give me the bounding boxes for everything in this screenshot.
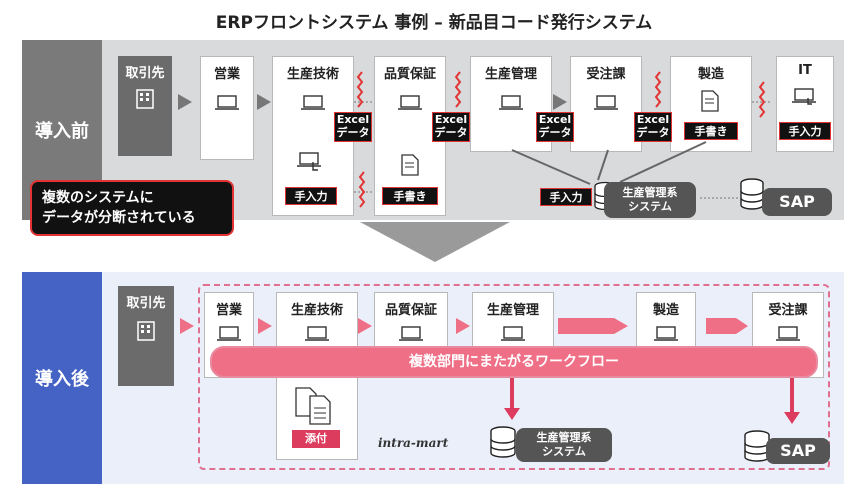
laptop-icon xyxy=(594,95,618,110)
card-sales-after-label: 営業 xyxy=(215,303,242,318)
sap-pill-after: SAP xyxy=(766,438,830,464)
laptop-icon xyxy=(305,326,329,341)
card-mfg-before-label: 製造 xyxy=(697,67,724,82)
intramart-logo: intra-mart xyxy=(378,436,449,450)
laptop-icon xyxy=(398,95,422,110)
documents-icon xyxy=(295,387,331,425)
after-label: 導入後 xyxy=(22,272,102,484)
card-pm-before-label: 生産管理 xyxy=(484,67,537,82)
pm-system-pill-after: 生産管理系システム xyxy=(516,428,612,462)
laptop-icon xyxy=(301,95,325,110)
excel-tag-line1: Excel xyxy=(636,113,670,126)
after-client-label: 取引先 xyxy=(126,296,166,311)
card-order-after-label: 受注課 xyxy=(768,303,808,318)
laptop-hand-icon xyxy=(297,152,321,171)
card-qa-after-label: 品質保証 xyxy=(384,303,437,318)
pm-system-line1: 生産管理系 xyxy=(622,186,678,199)
callout-line1: 複数のシステムに xyxy=(42,190,154,206)
sap-pill-before: SAP xyxy=(762,188,832,216)
card-qa-before-label: 品質保証 xyxy=(383,67,436,82)
laptop-icon xyxy=(499,95,523,110)
card-prodtech-before-label: 生産技術 xyxy=(286,67,339,82)
warning-callout: 複数のシステムにデータが分断されている xyxy=(30,180,234,236)
manual-input-tag: 手入力 xyxy=(285,187,337,205)
database-icon xyxy=(744,430,770,462)
card-order-before: 受注課 xyxy=(570,56,642,152)
manual-input-tag: 手入力 xyxy=(540,188,592,206)
pm-system-pill-before: 生産管理系システム xyxy=(604,182,696,218)
workflow-bar: 複数部門にまたがるワークフロー xyxy=(210,346,818,378)
card-pm-after-label: 生産管理 xyxy=(486,303,539,318)
database-icon xyxy=(740,178,764,210)
handwritten-tag: 手書き xyxy=(684,122,738,140)
laptop-icon xyxy=(654,326,678,341)
card-mfg-after-label: 製造 xyxy=(652,303,679,318)
page-title: ERPフロントシステム 事例 – 新品目コード発行システム xyxy=(215,13,653,33)
pm-system-line2: システム xyxy=(542,445,586,458)
before-client-label: 取引先 xyxy=(125,66,165,81)
manual-input-tag: 手入力 xyxy=(779,122,831,140)
building-icon xyxy=(136,89,154,109)
card-sales-before-label: 営業 xyxy=(213,67,240,82)
excel-tag-line2: データ xyxy=(636,126,670,139)
card-it-before-label: IT xyxy=(798,63,812,78)
intramart-boundary xyxy=(198,284,830,470)
attach-tag: 添付 xyxy=(292,430,340,448)
excel-tag-line2: データ xyxy=(434,126,468,139)
laptop-icon xyxy=(776,326,800,341)
callout-line2: データが分断されている xyxy=(42,210,196,226)
handwritten-tag: 手書き xyxy=(382,187,438,205)
laptop-icon xyxy=(217,326,241,341)
card-sales-before: 営業 xyxy=(200,56,254,160)
excel-tag-line2: データ xyxy=(538,126,572,139)
pm-system-line1: 生産管理系 xyxy=(536,431,592,444)
card-order-before-label: 受注課 xyxy=(586,67,626,82)
transition-arrow xyxy=(360,222,510,262)
excel-tag-line1: Excel xyxy=(434,113,468,126)
laptop-icon xyxy=(501,326,525,341)
after-client-card: 取引先 xyxy=(118,286,174,386)
excel-tag-line1: Excel xyxy=(336,113,370,126)
pm-system-line2: システム xyxy=(628,200,672,213)
laptop-icon xyxy=(215,95,239,110)
excel-tag-line1: Excel xyxy=(538,113,572,126)
laptop-hand-icon xyxy=(792,88,816,105)
laptop-icon xyxy=(399,326,423,341)
document-pen-icon xyxy=(401,154,419,176)
building-icon xyxy=(137,321,155,341)
before-client-card: 取引先 xyxy=(118,56,172,156)
card-prodtech-after-label: 生産技術 xyxy=(290,303,343,318)
document-pen-icon xyxy=(701,90,719,112)
excel-tag-line2: データ xyxy=(336,126,370,139)
database-icon xyxy=(490,426,516,458)
